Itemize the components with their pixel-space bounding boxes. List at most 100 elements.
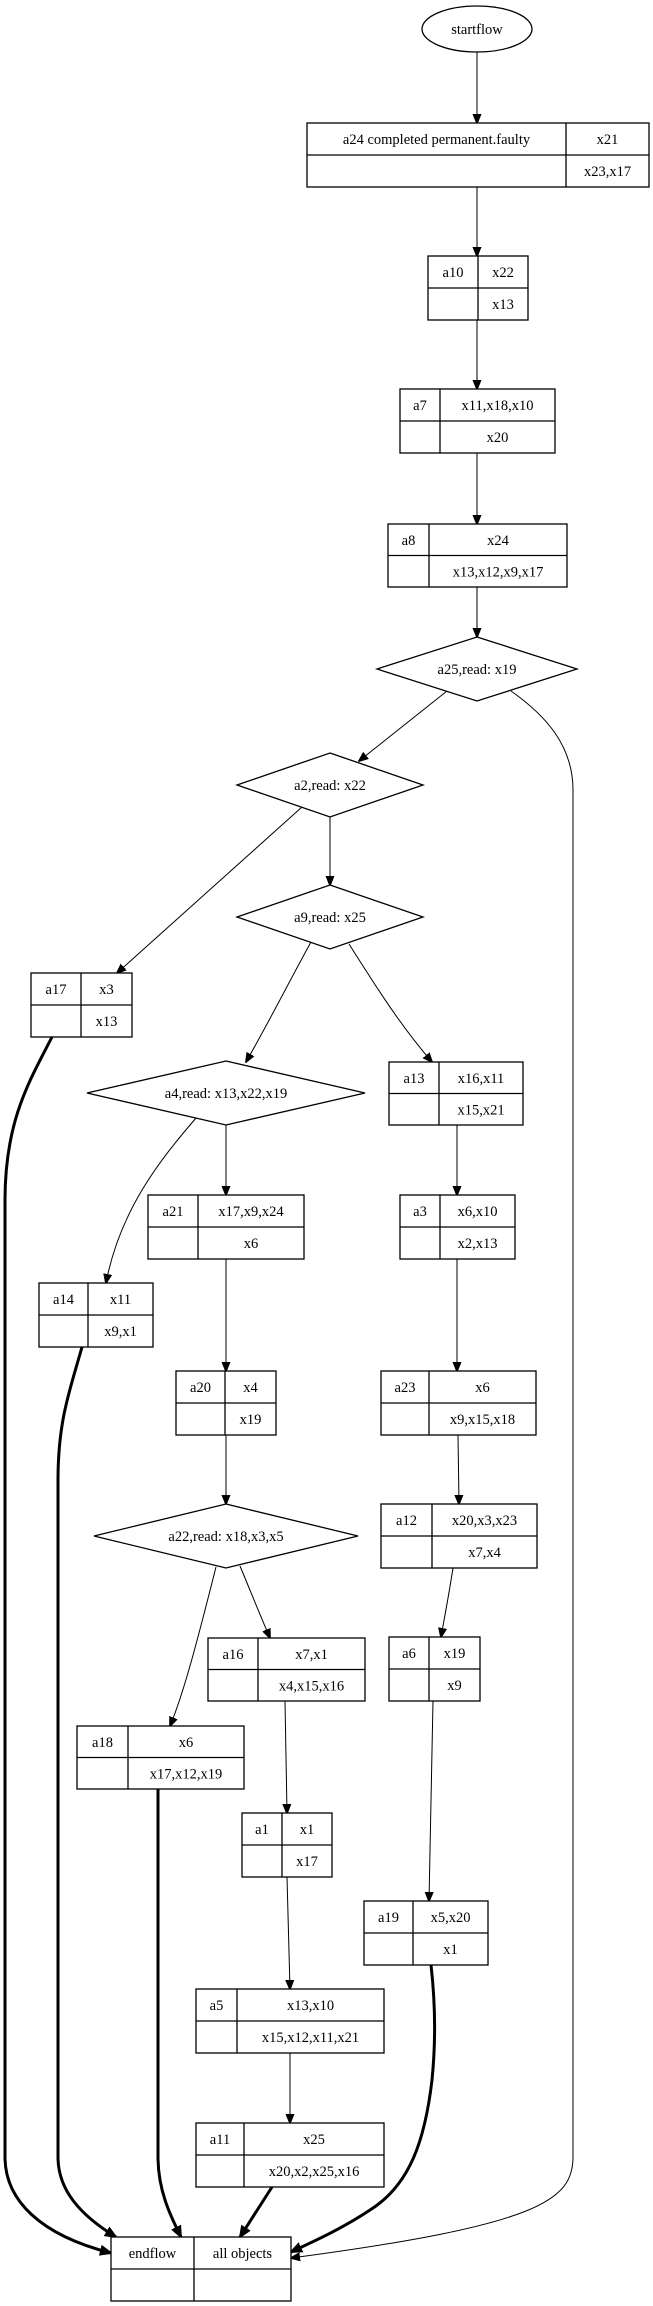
decision-node-a9: a9,read: x25 — [235, 884, 425, 950]
write-set-label: x7,x1 — [295, 1647, 328, 1663]
activity-node-a1: a1 x1 x17 — [241, 1812, 333, 1878]
node-endflow: endflow all objects — [110, 2236, 292, 2302]
activity-node-a21: a21 x17,x9,x24 x6 — [147, 1194, 305, 1260]
edges-layer — [3, 52, 574, 2258]
activity-label: a20 — [190, 1380, 211, 1396]
decision-diamond — [86, 1060, 366, 1126]
activity-label: a21 — [163, 1204, 184, 1220]
edge-a22-to-a16 — [239, 1565, 270, 1638]
read-set-label: x4,x15,x16 — [279, 1678, 344, 1694]
read-set-label: x7,x4 — [468, 1545, 501, 1561]
read-set-label: x13,x12,x9,x17 — [453, 564, 544, 580]
write-set-label: x25 — [303, 2132, 325, 2148]
activity-node-a16: a16 x7,x1 x4,x15,x16 — [207, 1637, 366, 1702]
read-set-label: x17 — [296, 1854, 318, 1870]
start-ellipse — [421, 5, 533, 53]
decision-diamond — [93, 1503, 359, 1569]
activity-label: a23 — [395, 1380, 416, 1396]
edge-a6-to-a19 — [429, 1700, 433, 1901]
decision-label: a4,read: x13,x22,x19 — [165, 1086, 287, 1102]
activity-label: a1 — [255, 1822, 269, 1838]
edge-a9-to-a4 — [246, 941, 312, 1062]
decision-node-a25: a25,read: x19 — [374, 636, 580, 702]
read-set-label: x15,x21 — [457, 1102, 504, 1118]
decision-label: a2,read: x22 — [294, 778, 366, 794]
edge-a25-to-a2 — [359, 690, 448, 761]
read-set-label: x6 — [244, 1236, 259, 1252]
write-set-label: x16,x11 — [458, 1071, 505, 1087]
edge-a23-to-a12 — [458, 1434, 459, 1504]
write-set-label: x1 — [300, 1822, 315, 1838]
edge-a17-to-endflow — [3, 1036, 111, 2253]
activity-label: a24 completed permanent.faulty — [343, 132, 531, 148]
activity-node-a17: a17 x3 x13 — [30, 972, 133, 1038]
read-set-label: x15,x12,x11,x21 — [262, 2030, 359, 2046]
write-set-label: x20,x3,x23 — [452, 1513, 517, 1529]
end-label: endflow — [129, 2246, 177, 2262]
read-set-label: x20 — [487, 430, 509, 446]
activity-node-a11: a11 x25 x20,x2,x25,x16 — [195, 2122, 385, 2188]
write-set-label: x19 — [444, 1646, 466, 1662]
read-set-label: x1 — [443, 1942, 458, 1958]
activity-label: a13 — [404, 1071, 425, 1087]
read-set-label: x13 — [96, 1014, 118, 1030]
activity-label: a16 — [223, 1647, 244, 1663]
edge-a18-to-endflow — [156, 1789, 183, 2237]
read-set-label: x20,x2,x25,x16 — [269, 2164, 360, 2180]
write-set-label: x11 — [110, 1292, 131, 1308]
decision-label: a22,read: x18,x3,x5 — [168, 1529, 283, 1545]
write-set-label: x6 — [179, 1735, 194, 1751]
edge-a22-to-a18 — [170, 1566, 217, 1726]
write-set-label: x3 — [99, 982, 114, 998]
end-objects-label: all objects — [213, 2246, 273, 2262]
activity-label: a10 — [443, 265, 464, 281]
write-set-label: x22 — [492, 265, 514, 281]
activity-label: a11 — [210, 2132, 230, 2148]
write-set-label: x6,x10 — [458, 1204, 498, 1220]
read-set-label: x13 — [492, 297, 514, 313]
activity-label: a3 — [413, 1204, 427, 1220]
read-set-label: x23,x17 — [584, 164, 631, 180]
write-set-label: x11,x18,x10 — [462, 398, 534, 414]
decision-diamond — [235, 884, 425, 950]
write-set-label: x5,x20 — [431, 1910, 471, 1926]
read-set-label: x19 — [240, 1412, 262, 1428]
start-label: startflow — [451, 22, 503, 38]
write-set-label: x13,x10 — [287, 1998, 334, 2014]
node-startflow: startflow — [421, 5, 533, 53]
edge-a12-to-a6 — [441, 1567, 454, 1637]
edge-a1-to-a5 — [287, 1876, 290, 1989]
activity-node-a10: a10 x22 x13 — [427, 255, 529, 321]
activity-node-a5: a5 x13,x10 x15,x12,x11,x21 — [195, 1988, 385, 2054]
decision-diamond — [374, 636, 580, 702]
activity-label: a5 — [210, 1998, 224, 2014]
edge-a4-to-a14 — [106, 1117, 197, 1283]
decision-node-a22: a22,read: x18,x3,x5 — [93, 1503, 359, 1569]
write-set-label: x17,x9,x24 — [218, 1204, 284, 1220]
decision-label: a25,read: x19 — [438, 662, 517, 678]
activity-label: a6 — [402, 1646, 416, 1662]
edge-a9-to-a13 — [348, 943, 432, 1062]
edge-a11-to-endflow — [238, 2186, 274, 2237]
write-set-label: x6 — [475, 1380, 490, 1396]
edge-a19-to-endflow — [291, 1964, 437, 2254]
decision-node-a2: a2,read: x22 — [235, 752, 425, 818]
activity-label: a17 — [46, 982, 67, 998]
read-set-label: x2,x13 — [458, 1236, 498, 1252]
activity-node-a13: a13 x16,x11 x15,x21 — [388, 1061, 524, 1126]
decision-label: a9,read: x25 — [294, 910, 366, 926]
decision-diamond — [235, 752, 425, 818]
read-set-label: x9,x15,x18 — [450, 1412, 515, 1428]
decision-node-a4: a4,read: x13,x22,x19 — [86, 1060, 366, 1126]
read-set-label: x17,x12,x19 — [150, 1766, 223, 1782]
write-set-label: x4 — [243, 1380, 258, 1396]
activity-label: a18 — [92, 1735, 113, 1751]
activity-node-a23: a23 x6 x9,x15,x18 — [380, 1370, 537, 1436]
